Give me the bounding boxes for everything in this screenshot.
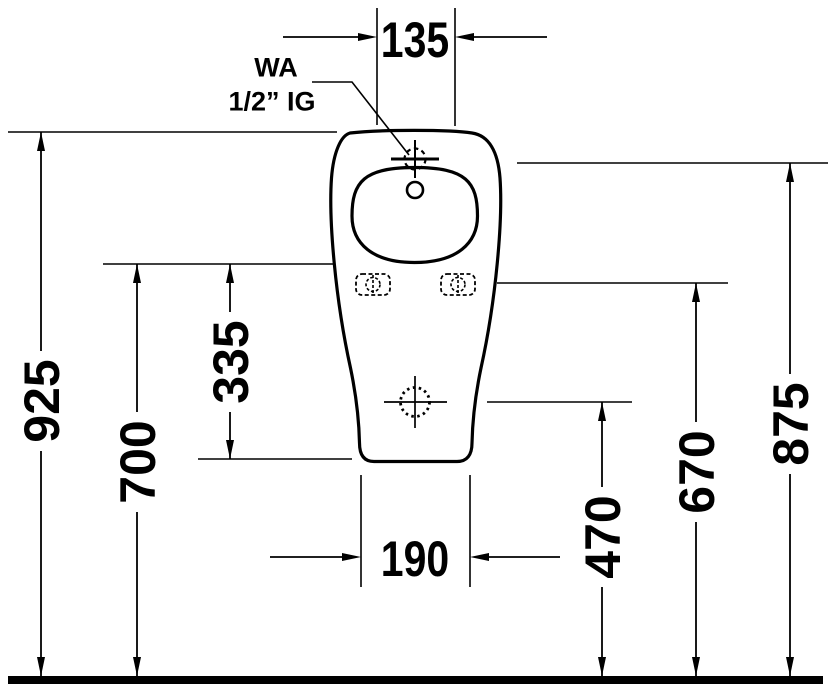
arrowhead-875-up bbox=[786, 163, 794, 182]
label-gap-875 bbox=[768, 374, 812, 474]
label-gap-335 bbox=[208, 312, 252, 412]
arrowhead-470-down bbox=[598, 657, 606, 676]
top-arrowheads bbox=[358, 33, 474, 41]
arrowhead-670-up bbox=[692, 283, 700, 302]
arrowhead-135-right bbox=[358, 33, 377, 41]
water-inlet-hole bbox=[405, 180, 425, 200]
right-arrowheads bbox=[598, 163, 794, 676]
dimension-label-670: 670 bbox=[669, 430, 725, 513]
dimension-label-700: 700 bbox=[110, 420, 166, 503]
dimension-label-135: 135 bbox=[381, 12, 449, 68]
dimension-label-135-group: 135 bbox=[381, 12, 449, 68]
arrowhead-470-up bbox=[598, 402, 606, 421]
dimension-label-925-group: 925 bbox=[14, 359, 70, 442]
leader-line-wa bbox=[312, 81, 410, 156]
top-dimension-lines bbox=[283, 8, 547, 126]
ground-line bbox=[8, 676, 823, 684]
bottom-arrowheads bbox=[342, 553, 489, 561]
dimension-label-875: 875 bbox=[763, 382, 819, 465]
dimension-label-190-group: 190 bbox=[381, 531, 449, 587]
label-gap-470 bbox=[580, 487, 624, 587]
label-gap-700 bbox=[115, 412, 159, 512]
arrowhead-925-up bbox=[37, 132, 45, 151]
label-gaps bbox=[19, 312, 812, 587]
mounting-hole-right-outline bbox=[440, 273, 476, 296]
label-gap-670 bbox=[674, 422, 718, 522]
dimension-label-700-group: 700 bbox=[110, 420, 166, 503]
outlet-symbol bbox=[384, 376, 447, 428]
urinal-rim-outline bbox=[350, 165, 480, 265]
mounting-hole-right bbox=[440, 273, 476, 296]
arrowhead-670-down bbox=[692, 657, 700, 676]
arrowhead-700-up bbox=[133, 264, 141, 283]
wa-label-line2: 1/2” IG bbox=[228, 87, 315, 117]
arrowhead-925-down bbox=[37, 657, 45, 676]
arrowhead-700-down bbox=[133, 657, 141, 676]
left-arrowheads bbox=[37, 132, 234, 676]
dimension-label-925: 925 bbox=[14, 359, 70, 442]
dimension-label-190: 190 bbox=[381, 531, 449, 587]
arrowhead-190-right bbox=[342, 553, 361, 561]
water-connection-symbol bbox=[391, 140, 439, 178]
mounting-hole-left-outline bbox=[355, 273, 391, 296]
mounting-hole-left bbox=[355, 273, 391, 296]
arrowhead-335-up bbox=[226, 264, 234, 283]
wa-label-line1: WA bbox=[254, 53, 298, 83]
dimension-label-875-group: 875 bbox=[763, 382, 819, 465]
label-gap-925 bbox=[19, 351, 63, 451]
arrowhead-190-left bbox=[470, 553, 489, 561]
bottom-dimension-lines bbox=[270, 475, 560, 587]
dimension-label-335-group: 335 bbox=[203, 320, 259, 403]
dimension-label-335: 335 bbox=[203, 320, 259, 403]
dimension-label-470: 470 bbox=[575, 495, 631, 578]
dimension-label-470-group: 470 bbox=[575, 495, 631, 578]
dimension-label-670-group: 670 bbox=[669, 430, 725, 513]
arrowhead-875-down bbox=[786, 657, 794, 676]
arrowhead-335-down bbox=[226, 440, 234, 459]
arrowhead-135-left bbox=[455, 33, 474, 41]
